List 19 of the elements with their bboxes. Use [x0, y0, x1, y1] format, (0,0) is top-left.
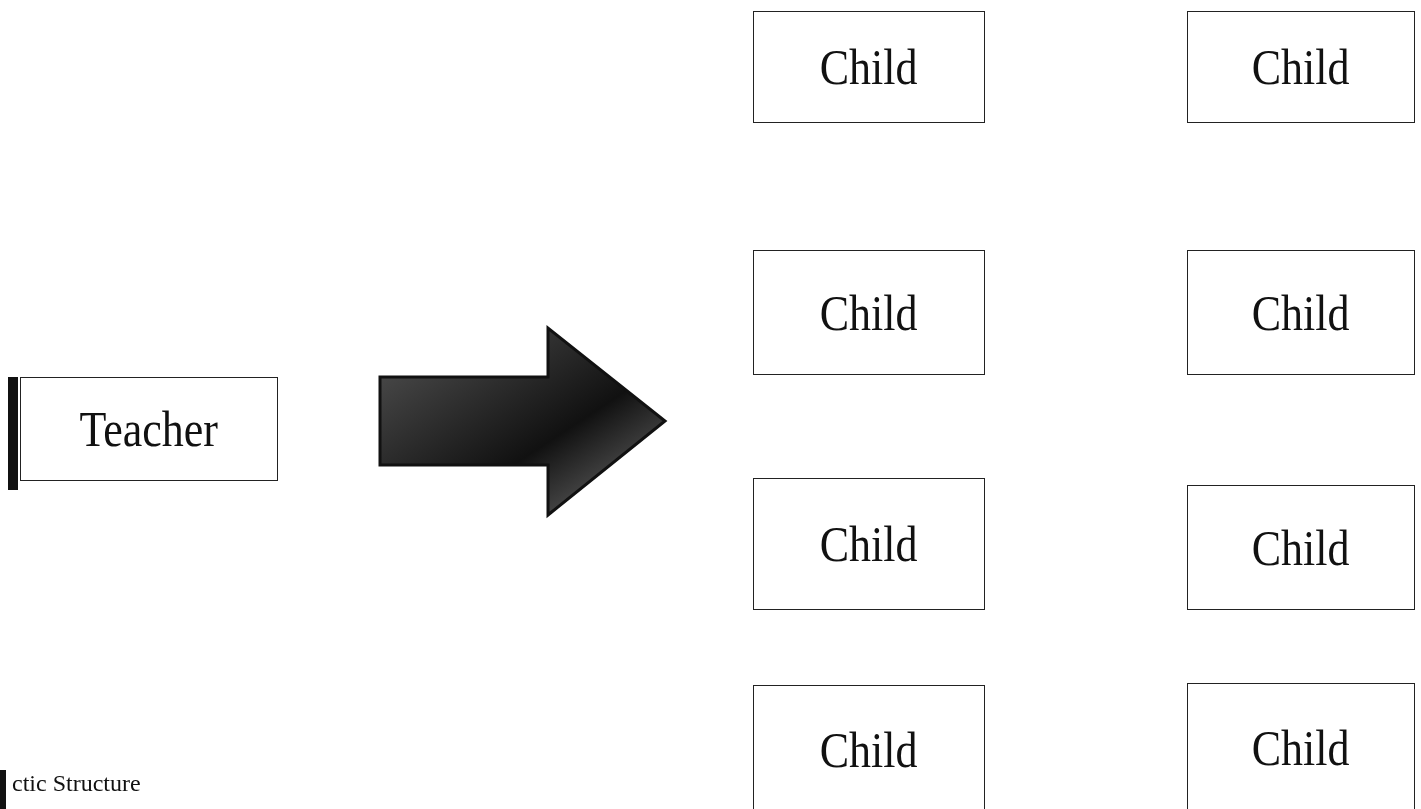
box-label: Child [1252, 38, 1350, 96]
teacher-box [20, 377, 278, 481]
child-box [1187, 11, 1415, 123]
box-label: Child [820, 283, 918, 342]
child-box [753, 11, 985, 123]
caption-text: ctic Structure [12, 770, 141, 797]
box-label: Child [1252, 518, 1350, 577]
child-box [753, 478, 985, 610]
child-box [1187, 485, 1415, 610]
box-label: Child [820, 515, 918, 573]
box-label: Child [820, 38, 918, 96]
box-label: Teacher [79, 400, 219, 458]
box-label: Child [1252, 719, 1350, 777]
box-label: Child [1252, 283, 1350, 342]
child-box [753, 250, 985, 375]
child-box [753, 685, 985, 809]
child-box [1187, 250, 1415, 375]
child-box [1187, 683, 1415, 809]
box-label: Child [820, 721, 918, 779]
